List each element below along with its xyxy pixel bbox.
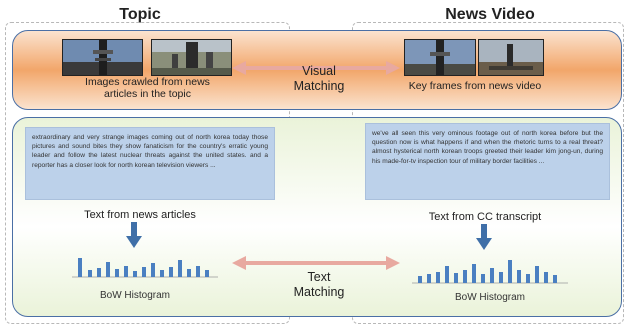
right-hist-bar-8 — [481, 274, 485, 283]
right-hist-bar-1 — [418, 276, 422, 283]
right-hist-bar-13 — [526, 274, 530, 283]
right-hist-bar-12 — [517, 270, 521, 283]
left-hist-bar-9 — [151, 263, 155, 277]
news-image-2 — [152, 40, 231, 75]
key-frame-thumbnail-1 — [404, 39, 476, 76]
left-hist-bar-3 — [97, 268, 101, 277]
key-frame-2 — [479, 40, 543, 75]
news-articles-source-label: Text from news articles — [84, 209, 196, 221]
right-hist-bar-2 — [427, 274, 431, 283]
right-hist-bar-16 — [553, 275, 557, 283]
text-matching-label-line-2: Matching — [293, 285, 345, 299]
left-hist-bar-12 — [178, 260, 182, 277]
visual-matching-label-line-1: Visual — [302, 64, 336, 78]
right-hist-bar-6 — [463, 270, 467, 283]
right-hist-bar-9 — [490, 268, 494, 283]
right-bow-histogram — [412, 260, 568, 284]
right-hist-bar-14 — [535, 266, 539, 283]
left-hist-bar-11 — [169, 267, 173, 277]
visual-matching-arrow — [232, 61, 400, 75]
left-bow-histogram — [72, 258, 218, 278]
news-images-caption-line-1: Images crawled from news — [85, 76, 210, 88]
left-hist-bar-4 — [106, 262, 110, 277]
left-hist-bar-2 — [88, 270, 92, 277]
news-images-caption-line-2: articles in the topic — [104, 88, 191, 100]
left-hist-bar-7 — [133, 271, 137, 277]
topic-column-title: Topic — [119, 6, 161, 23]
key-frame-thumbnail-2 — [478, 39, 544, 76]
left-hist-bar-8 — [142, 267, 146, 277]
news-image-thumbnail-2 — [151, 39, 232, 76]
left-hist-bar-6 — [124, 266, 128, 277]
left-hist-bar-15 — [205, 270, 209, 277]
right-bow-histogram-label: BoW Histogram — [454, 292, 525, 303]
left-hist-bar-1 — [78, 258, 82, 277]
right-down-arrow — [476, 224, 492, 250]
news-image-1 — [63, 40, 142, 75]
left-down-arrow — [126, 222, 142, 248]
left-hist-bar-13 — [187, 269, 191, 277]
right-hist-bar-7 — [472, 264, 476, 283]
left-bow-histogram-label: BoW Histogram — [99, 290, 170, 301]
news-video-column-title: News Video — [445, 6, 535, 23]
visual-matching-label-line-2: Matching — [293, 79, 345, 93]
news-image-thumbnail-1 — [62, 39, 143, 76]
cc-transcript-source-label: Text from CC transcript — [428, 211, 542, 223]
right-hist-bar-5 — [454, 273, 458, 283]
text-matching-label: Text Matching — [284, 270, 354, 300]
left-hist-bar-14 — [196, 266, 200, 277]
news-article-text-block: extraordinary and very strange images co… — [25, 127, 275, 200]
news-images-caption: Images crawled from news articles in the… — [55, 76, 240, 100]
key-frame-1 — [405, 40, 475, 75]
right-hist-bar-4 — [445, 266, 449, 283]
left-hist-bar-5 — [115, 269, 119, 277]
right-hist-bar-11 — [508, 260, 512, 283]
right-hist-bar-3 — [436, 272, 440, 283]
right-hist-bar-15 — [544, 272, 548, 283]
right-hist-bar-10 — [499, 272, 503, 283]
left-hist-bar-10 — [160, 270, 164, 277]
cc-transcript-text-block: we've all seen this very ominous footage… — [365, 123, 610, 200]
text-matching-arrow — [232, 256, 400, 270]
visual-matching-label: Visual Matching — [284, 64, 354, 94]
text-matching-label-line-1: Text — [307, 270, 331, 284]
key-frames-caption: Key frames from news video — [408, 80, 542, 92]
